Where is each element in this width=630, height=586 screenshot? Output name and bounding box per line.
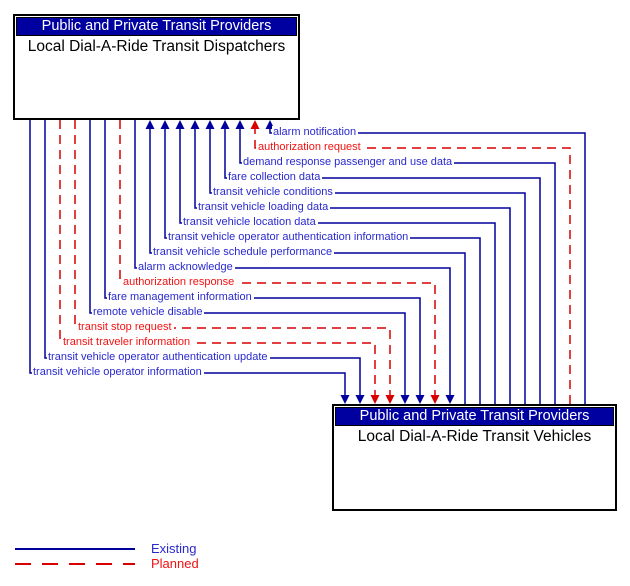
node-vehicles-header: Public and Private Transit Providers: [335, 407, 614, 426]
node-vehicles-title: Local Dial-A-Ride Transit Vehicles: [357, 428, 592, 445]
flow-line-transit-traveler-information: [59, 120, 376, 395]
flow-arrowhead-remote-vehicle-disable: [400, 395, 410, 404]
flow-label-fare-management-information: fare management information: [107, 291, 254, 304]
flow-line-transit-stop-request: [74, 120, 391, 395]
legend-row-planned: Planned: [15, 556, 199, 571]
legend-row-existing: Existing: [15, 541, 199, 556]
legend: Existing Planned: [15, 541, 199, 571]
flow-label-alarm-acknowledge: alarm acknowledge: [137, 261, 235, 274]
flow-arrowhead-transit-vehicle-operator-authentication-update: [355, 395, 365, 404]
flow-label-alarm-notification: alarm notification: [272, 126, 359, 139]
legend-existing-label: Existing: [151, 541, 197, 556]
flow-label-authorization-response: authorization response: [122, 276, 237, 289]
flow-arrowhead-demand-response-passenger-and-use-data: [235, 120, 245, 129]
flow-arrowhead-transit-traveler-information: [370, 395, 380, 404]
flow-arrowhead-authorization-request: [250, 120, 260, 129]
flow-label-transit-vehicle-schedule-performance: transit vehicle schedule performance: [152, 246, 335, 259]
flow-line-transit-vehicle-location-data: [179, 129, 496, 404]
flow-line-remote-vehicle-disable: [89, 120, 406, 395]
legend-planned-label: Planned: [151, 556, 199, 571]
flow-arrowhead-transit-stop-request: [385, 395, 395, 404]
node-vehicles: Public and Private Transit Providers Loc…: [332, 404, 617, 511]
flow-arrowhead-alarm-acknowledge: [445, 395, 455, 404]
flow-line-alarm-acknowledge: [134, 120, 451, 395]
flow-label-transit-vehicle-operator-information: transit vehicle operator information: [32, 366, 204, 379]
flow-label-transit-vehicle-conditions: transit vehicle conditions: [212, 186, 335, 199]
flow-line-alarm-notification: [269, 129, 586, 404]
flow-line-transit-vehicle-conditions: [209, 129, 526, 404]
flow-label-transit-vehicle-loading-data: transit vehicle loading data: [197, 201, 331, 214]
flow-line-fare-collection-data: [224, 129, 541, 404]
flow-arrowhead-fare-management-information: [415, 395, 425, 404]
flow-line-transit-vehicle-loading-data: [194, 129, 511, 404]
flow-label-demand-response-passenger-and-use-data: demand response passenger and use data: [242, 156, 455, 169]
flow-arrowhead-authorization-response: [430, 395, 440, 404]
flow-arrowhead-transit-vehicle-operator-authentication-information: [160, 120, 170, 129]
node-dispatchers-header: Public and Private Transit Providers: [16, 17, 297, 36]
flow-arrowhead-fare-collection-data: [220, 120, 230, 129]
flow-label-transit-stop-request: transit stop request: [77, 321, 174, 334]
node-dispatchers: Public and Private Transit Providers Loc…: [13, 14, 300, 120]
flow-label-authorization-request: authorization request: [257, 141, 363, 154]
node-dispatchers-title: Local Dial-A-Ride Transit Dispatchers: [27, 38, 286, 55]
flow-line-fare-management-information: [104, 120, 421, 395]
flow-label-transit-vehicle-operator-authentication-update: transit vehicle operator authentication …: [47, 351, 270, 364]
flow-label-transit-vehicle-operator-authentication-information: transit vehicle operator authentication …: [167, 231, 411, 244]
flow-arrowhead-transit-vehicle-location-data: [175, 120, 185, 129]
flow-label-fare-collection-data: fare collection data: [227, 171, 323, 184]
flow-arrowhead-transit-vehicle-schedule-performance: [145, 120, 155, 129]
flow-label-remote-vehicle-disable: remote vehicle disable: [92, 306, 205, 319]
flow-line-authorization-request: [254, 129, 571, 404]
flow-arrowhead-transit-vehicle-conditions: [205, 120, 215, 129]
legend-planned-line: [15, 562, 135, 565]
legend-existing-line: [15, 547, 135, 550]
flow-label-transit-vehicle-location-data: transit vehicle location data: [182, 216, 318, 229]
flow-line-authorization-response: [119, 120, 436, 395]
flow-arrowhead-transit-vehicle-loading-data: [190, 120, 200, 129]
flow-arrowhead-transit-vehicle-operator-information: [340, 395, 350, 404]
flow-label-transit-traveler-information: transit traveler information: [62, 336, 193, 349]
